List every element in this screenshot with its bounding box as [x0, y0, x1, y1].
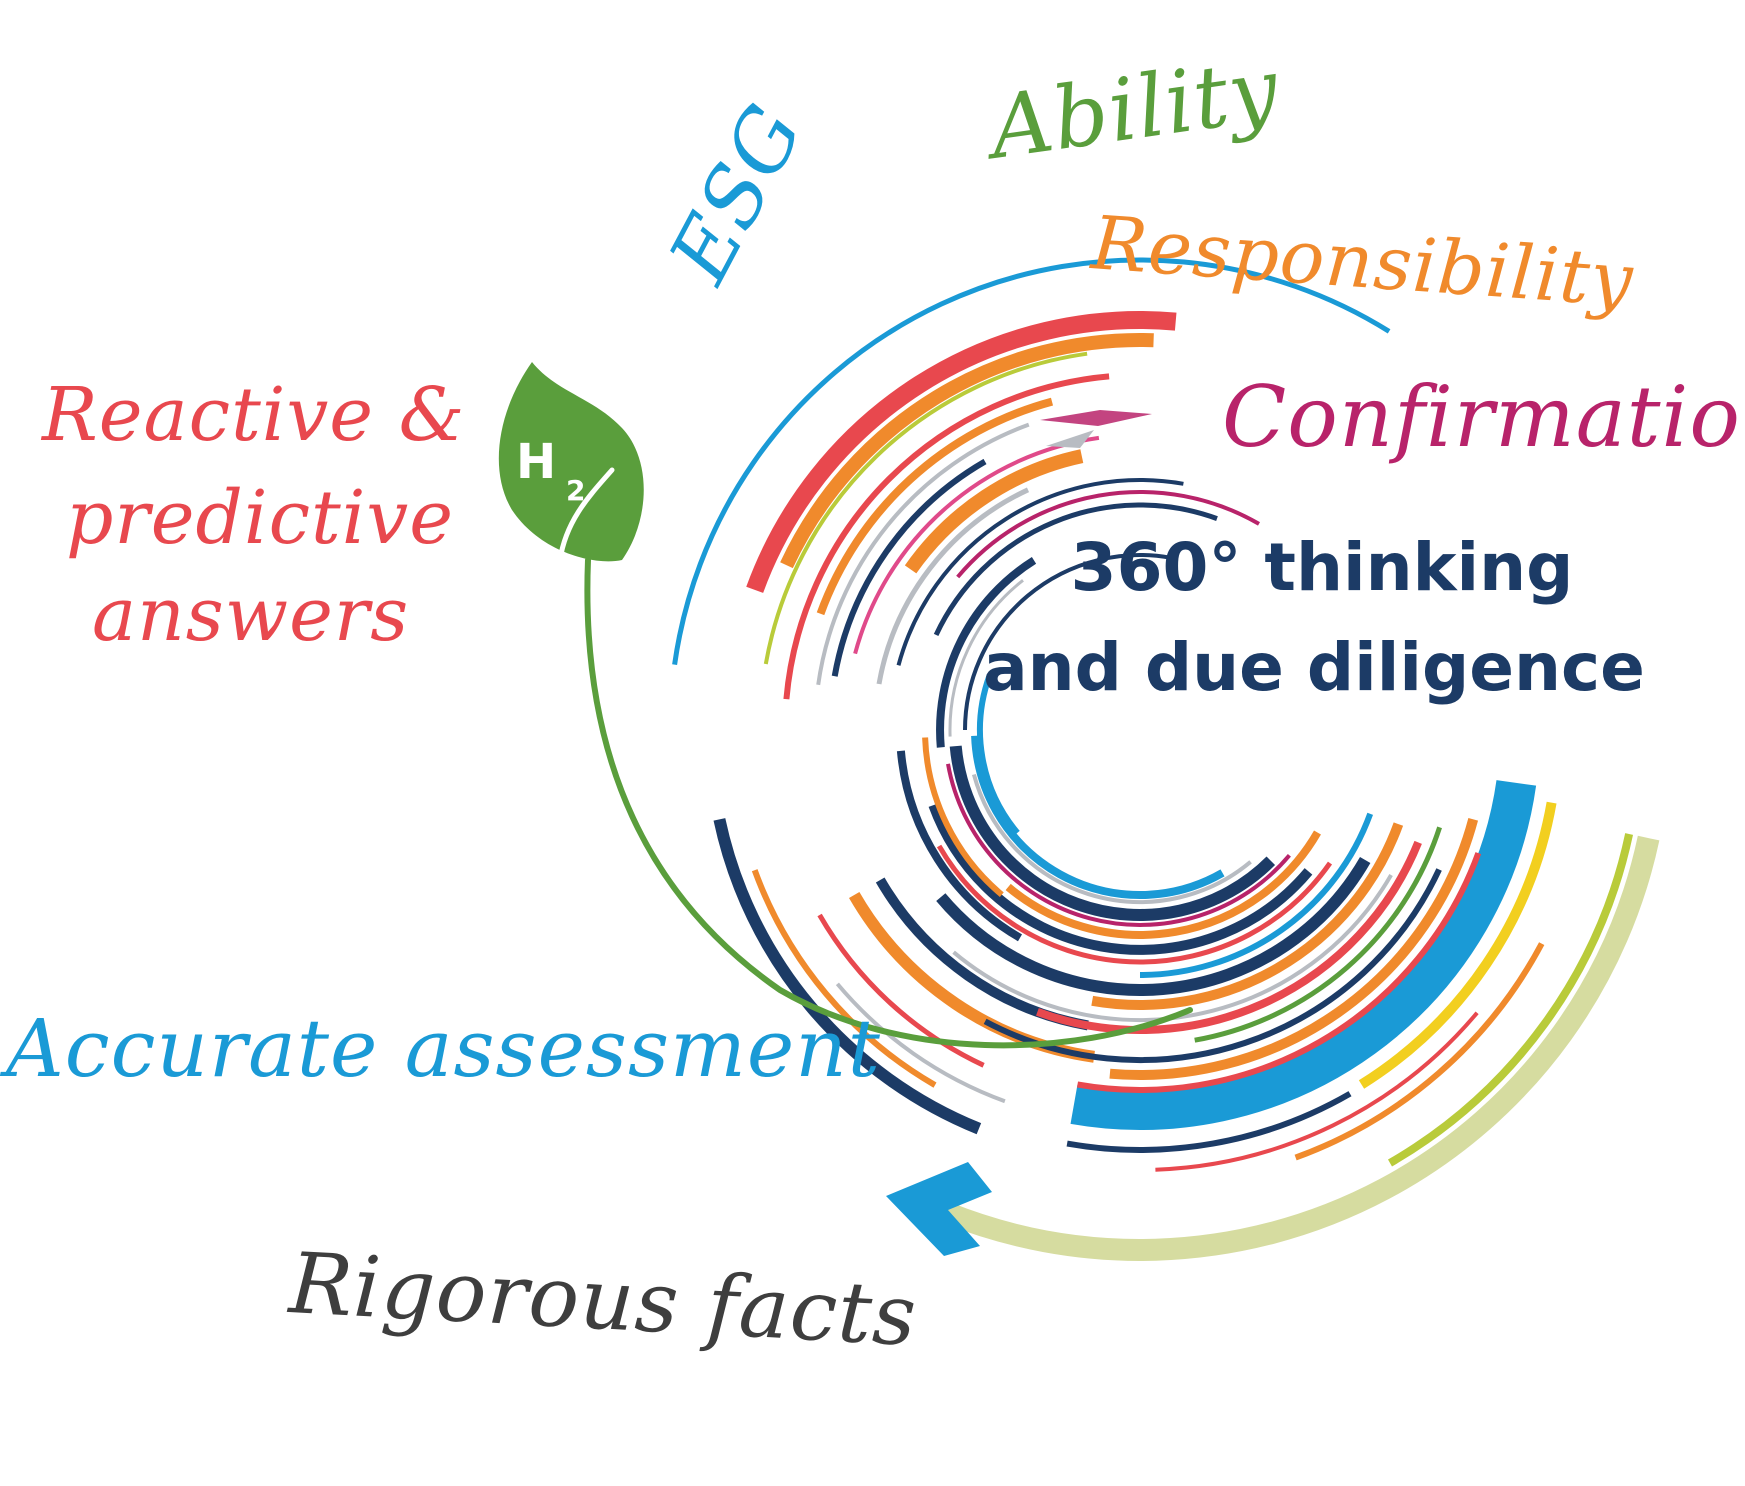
spiral-arc-18 [896, 478, 1184, 666]
spiral-arc-26 [952, 873, 1393, 1022]
rigorous-facts-label: Rigorous facts [285, 1234, 919, 1365]
spiral-arc-25 [1036, 840, 1422, 1034]
spiral-arc-7 [780, 332, 1154, 569]
spiral-arc-11 [783, 373, 1110, 700]
spiral-arc-6 [746, 311, 1177, 593]
leaf-symbol: H [516, 434, 556, 490]
reactive-line-2: predictive [66, 475, 454, 561]
spiral-arc-43 [936, 557, 1037, 748]
spiral-arc-13 [816, 422, 1030, 686]
spiral-arc-40 [817, 913, 985, 1068]
spiral-arc-24 [1194, 826, 1442, 1043]
spiral-arc-45 [963, 553, 1171, 731]
spiral-arc-32 [1005, 830, 1321, 939]
spiral-arc-12 [816, 397, 1054, 616]
spiral-arc-49 [1294, 942, 1545, 1161]
spiral-arcs [672, 257, 1660, 1261]
spiral-arc-4 [1070, 780, 1537, 1130]
spiral-arc-47 [1066, 1091, 1352, 1153]
spiral-arc-41 [896, 750, 1023, 942]
spiral-arc-48 [1155, 1011, 1479, 1172]
spiral-arc-36 [971, 735, 1225, 899]
reactive-line-3: answers [92, 572, 409, 658]
spiral-arc-17 [876, 487, 1030, 685]
spiral-arc-33 [946, 763, 1291, 927]
spiral-arc-2 [1387, 833, 1634, 1167]
reactive-line-1: Reactive & [40, 372, 465, 458]
accurate-assessment-label: Accurate assessment [0, 1002, 881, 1095]
spiral-arc-3 [672, 257, 1391, 665]
spiral-arc-34 [949, 745, 1276, 921]
spiral-arc-35 [971, 773, 1252, 905]
leaf-subscript: 2 [566, 474, 585, 507]
blue-arrow-head-icon [886, 1162, 992, 1256]
center-title-line-2: and due diligence [983, 629, 1645, 706]
spiral-arc-5 [1358, 801, 1557, 1089]
spiral-arc-39 [835, 982, 1006, 1104]
spiral-arc-23 [983, 868, 1442, 1064]
ability-label: Ability [977, 39, 1285, 179]
small-arrow-icon-2 [1046, 430, 1094, 448]
spiral-arc-28 [936, 856, 1371, 997]
spiral-arc-27 [1091, 822, 1404, 1010]
spiral-arc-31 [928, 803, 1313, 955]
spiral-arc-29 [1139, 812, 1374, 978]
spiral-arc-15 [853, 435, 1100, 655]
spiral-arc-46 [977, 674, 1020, 835]
leaf-stem [584, 557, 1193, 1049]
h2-leaf-icon: H 2 [498, 362, 644, 563]
spiral-arc-44 [948, 579, 1024, 737]
responsibility-label: Responsibility [1087, 200, 1636, 324]
spiral-arc-42 [922, 737, 1004, 897]
spiral-arc-19 [956, 490, 1260, 579]
spiral-arc-20 [933, 502, 1218, 636]
small-arrow-icon [1040, 410, 1152, 426]
esg-label: ESG [651, 90, 822, 299]
spiral-arc-30 [936, 844, 1333, 965]
spiral-arc-1 [941, 835, 1660, 1261]
spiral-arc-14 [831, 458, 987, 677]
spiral-arc-10 [763, 351, 1088, 665]
spiral-arc-22 [1109, 818, 1479, 1081]
center-title-line-1: 360° thinking [1071, 529, 1574, 606]
reactive-label: Reactive & predictive answers [40, 372, 465, 658]
spiral-arc-38 [751, 869, 937, 1088]
confirmation-label: Confirmation [1222, 368, 1745, 466]
spiral-arc-16 [904, 449, 1084, 574]
spiral-arc-21 [1076, 852, 1482, 1093]
